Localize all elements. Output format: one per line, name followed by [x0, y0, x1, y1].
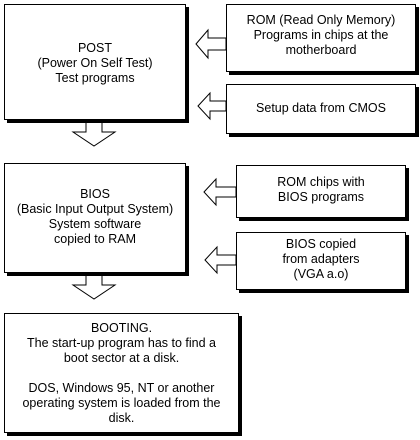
bios-box: BIOS (Basic Input Output System) System …: [4, 163, 186, 273]
rom-chips-line-1: ROM chips with: [277, 175, 365, 189]
arrow-post-to-bios: [71, 119, 117, 147]
booting-line-3: boot sector at a disk.: [63, 351, 180, 365]
adapters-line-1: BIOS copied: [285, 237, 357, 251]
rom-line-1: ROM (Read Only Memory): [246, 13, 396, 27]
bios-line-4: copied to RAM: [54, 232, 136, 246]
adapters-line-3: (VGA a.o): [293, 267, 349, 281]
bios-title: BIOS: [80, 187, 110, 201]
arrow-adapters-to-bios: [204, 245, 237, 275]
booting-line-2: The start-up program has to find a: [27, 336, 216, 350]
booting-title: BOOTING.: [90, 321, 153, 335]
cmos-box: Setup data from CMOS: [226, 84, 416, 134]
booting-box: BOOTING. The start-up program has to fin…: [4, 313, 239, 433]
booting-line-7: disk.: [108, 411, 135, 425]
bios-line-3: System software: [48, 217, 142, 231]
booting-spacer: [5, 366, 238, 381]
cmos-line-1: Setup data from CMOS: [256, 101, 386, 115]
booting-line-6: operating system is loaded from the: [22, 396, 221, 410]
rom-line-2: Programs in chips at the: [253, 28, 389, 42]
rom-chips-line-2: BIOS programs: [277, 190, 365, 204]
rom-line-3: motherboard: [285, 43, 357, 57]
post-description: Test programs: [55, 71, 135, 85]
post-subtitle: (Power On Self Test): [37, 56, 153, 70]
arrow-rom-to-post: [195, 28, 227, 60]
adapters-box: BIOS copied from adapters (VGA a.o): [236, 232, 406, 290]
rom-box: ROM (Read Only Memory) Programs in chips…: [226, 4, 416, 72]
bios-subtitle: (Basic Input Output System): [16, 202, 174, 216]
booting-line-5: DOS, Windows 95, NT or another: [28, 381, 215, 395]
post-box: POST (Power On Self Test) Test programs: [4, 4, 186, 120]
post-title: POST: [77, 41, 113, 55]
adapters-line-2: from adapters: [282, 252, 360, 266]
arrow-romchips-to-bios: [203, 177, 237, 207]
rom-chips-box: ROM chips with BIOS programs: [236, 165, 406, 218]
arrow-bios-to-booting: [71, 272, 117, 300]
arrow-cmos-to-post: [197, 91, 227, 121]
